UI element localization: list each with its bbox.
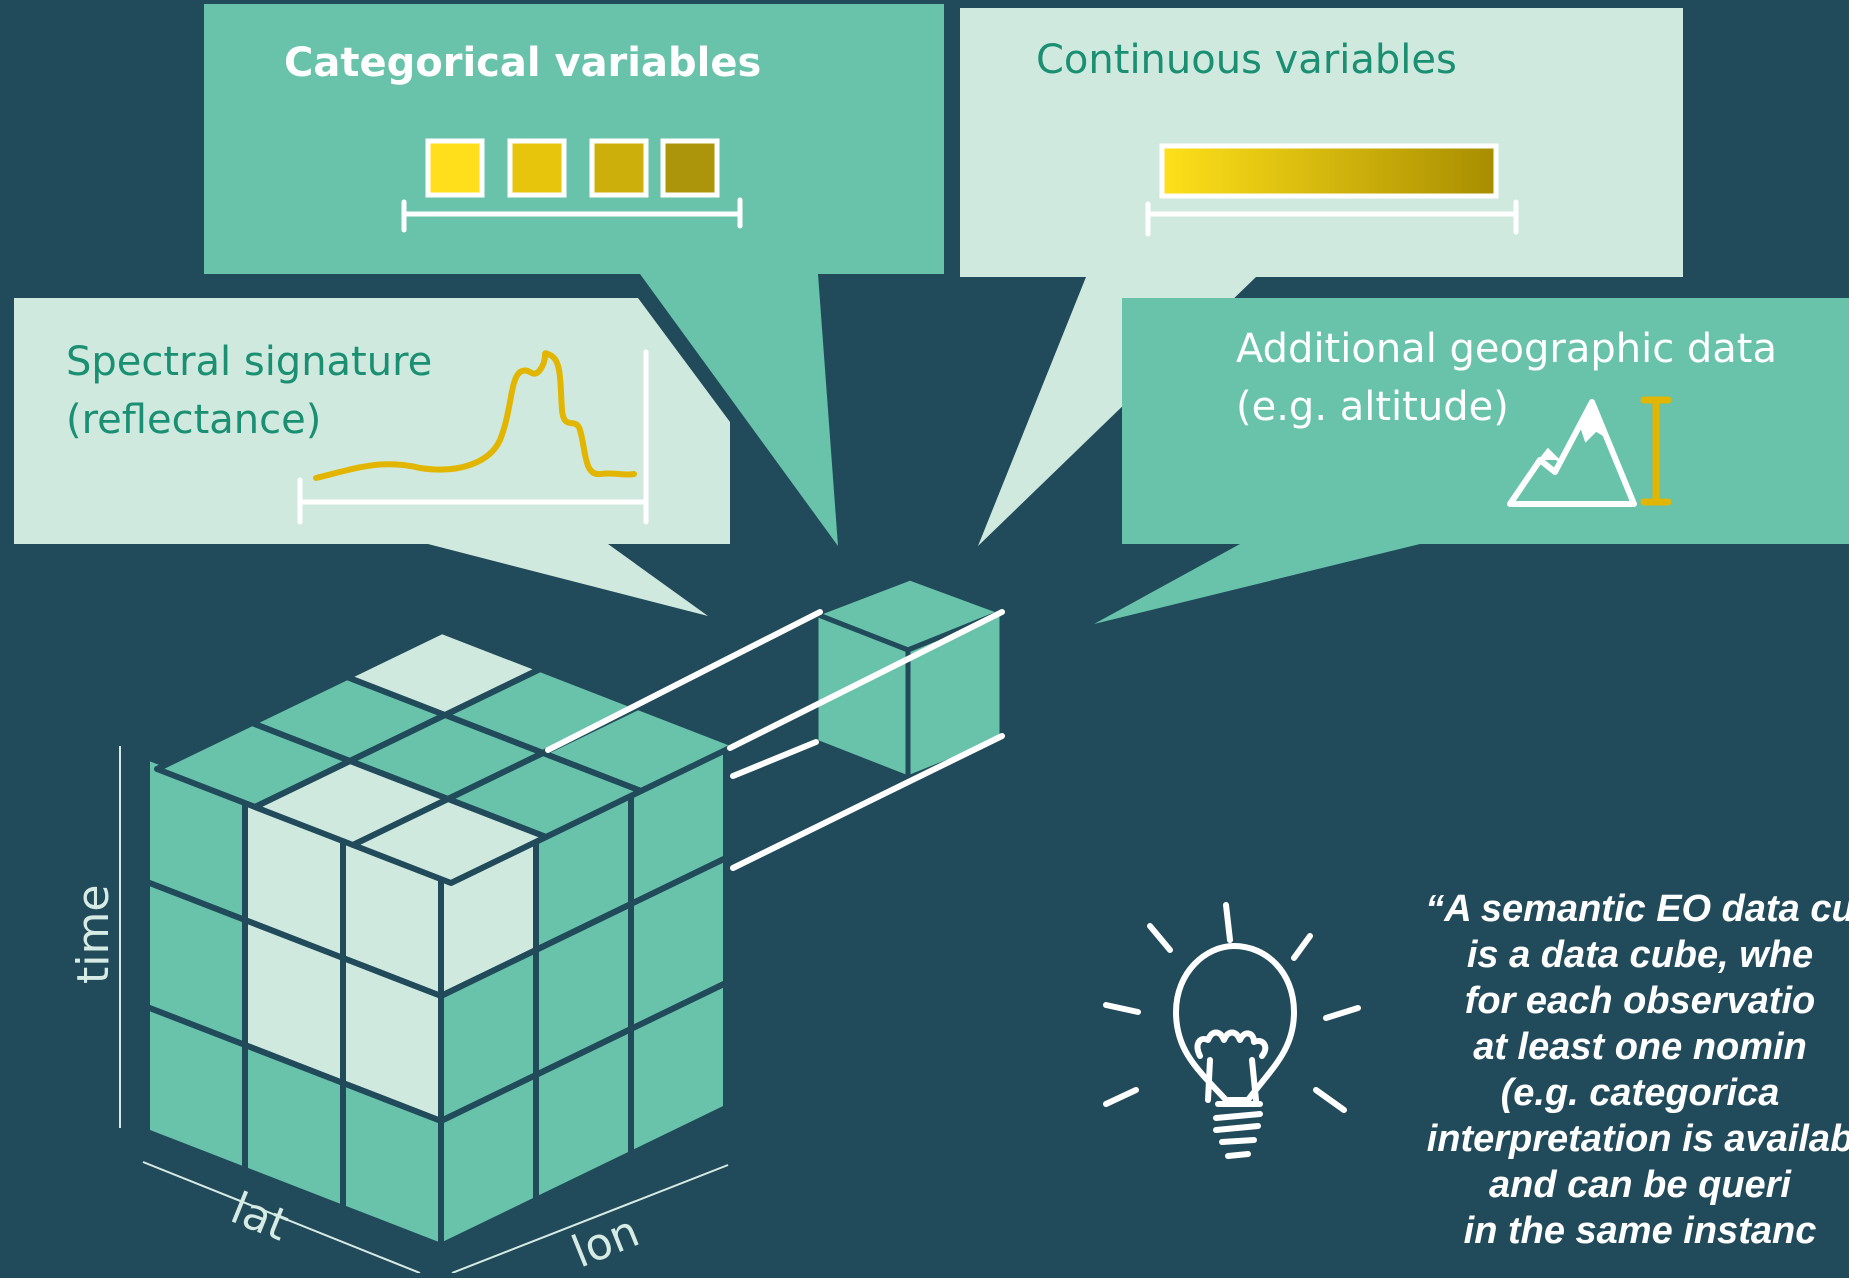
geographic-line2: (e.g. altitude)	[1236, 384, 1509, 430]
lat-axis-label: lat	[224, 1183, 295, 1251]
semantic-cube-quote: “A semantic EO data cu is a data cube, w…	[1330, 886, 1849, 1254]
lon-axis-label: lon	[565, 1206, 646, 1273]
categorical-title: Categorical variables	[284, 40, 761, 86]
lightbulb-icon	[1103, 902, 1361, 1159]
mountain-icon	[1507, 396, 1672, 507]
categorical-callout: Categorical variables	[204, 4, 944, 546]
continuous-callout: Continuous variables	[960, 8, 1683, 546]
spectral-line2: (reflectance)	[66, 397, 321, 443]
quote-line: and can be queri	[1489, 1164, 1791, 1206]
continuous-callout-bubble	[960, 8, 1683, 546]
projection-lines	[545, 609, 1005, 871]
geographic-line1: Additional geographic data	[1236, 326, 1777, 372]
quote-line: “A semantic EO data cu	[1425, 888, 1849, 930]
cube-right-face	[438, 730, 729, 1249]
continuous-title: Continuous variables	[1036, 37, 1457, 83]
data-cube	[144, 628, 739, 1249]
cube-top-face	[154, 628, 739, 886]
quote-line: is a data cube, whe	[1466, 934, 1814, 976]
gradient-bar-icon	[1145, 143, 1519, 237]
cube-axes	[119, 746, 729, 1274]
spectral-callout: Spectral signature (reflectance)	[14, 298, 730, 616]
lat-axis-line	[142, 1161, 421, 1274]
quote-line: at least one nomin	[1473, 1026, 1807, 1068]
quote-line: in the same instanc	[1463, 1210, 1817, 1252]
quote-line: interpretation is availab	[1426, 1118, 1849, 1160]
spectral-callout-bubble	[14, 298, 730, 616]
lon-axis-line	[451, 1164, 729, 1274]
quote-line: for each observatio	[1464, 980, 1816, 1022]
quote-line: (e.g. categorica	[1500, 1072, 1780, 1114]
swatch-icon	[401, 138, 743, 233]
cube-left-face	[144, 754, 444, 1249]
categorical-callout-bubble	[204, 4, 944, 546]
time-axis-label: time	[68, 885, 119, 984]
geographic-callout: Additional geographic data (e.g. altitud…	[1094, 298, 1849, 624]
extracted-cell	[809, 575, 1009, 782]
spectral-line1: Spectral signature	[66, 339, 432, 385]
geographic-callout-bubble	[1094, 298, 1849, 624]
spectral-curve-icon	[297, 349, 649, 525]
